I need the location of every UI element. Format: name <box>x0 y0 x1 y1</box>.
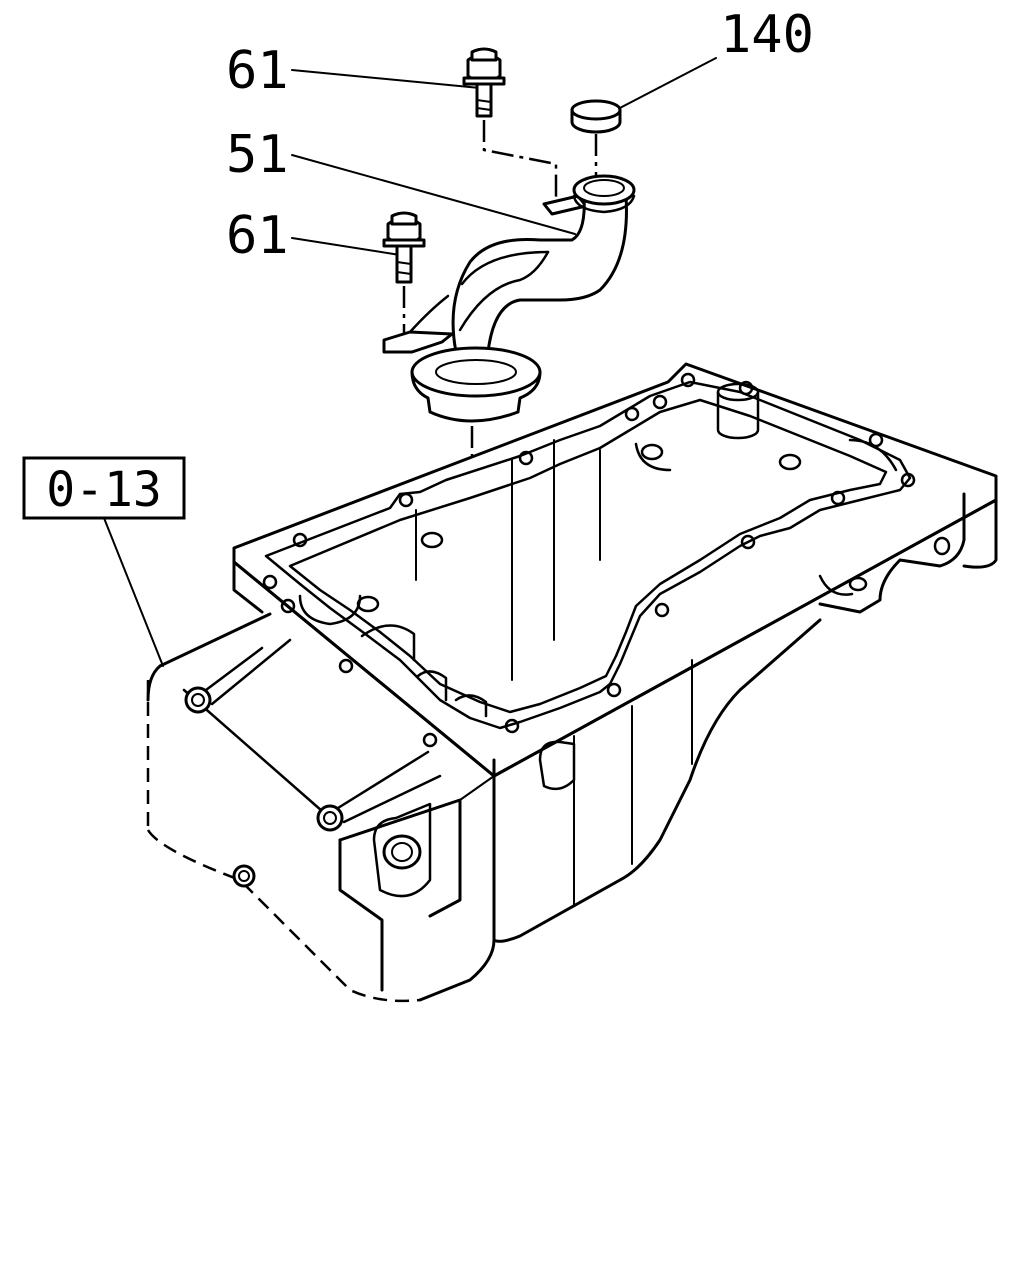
callout-61-lower: 61 <box>226 206 289 266</box>
leader-reference <box>103 517 164 667</box>
flange-bolt-holes <box>262 372 916 748</box>
bolt-lower <box>382 211 426 342</box>
leader-140 <box>615 57 717 111</box>
callout-140: 140 <box>720 5 814 65</box>
inner-details <box>298 382 898 718</box>
oil-pan <box>146 362 998 1003</box>
reference-box: 0-13 <box>22 456 186 520</box>
bolt-upper <box>462 47 558 200</box>
callout-51: 51 <box>226 125 289 185</box>
reference-label: 0-13 <box>46 462 162 518</box>
leader-61-upper <box>291 69 481 89</box>
oil-filler-tube <box>382 174 636 690</box>
callout-61-upper: 61 <box>226 41 289 101</box>
callouts: 61 51 61 140 0-13 <box>22 5 814 667</box>
filler-cap <box>570 99 622 180</box>
leader-61-lower <box>291 237 401 256</box>
leader-51 <box>291 154 576 235</box>
